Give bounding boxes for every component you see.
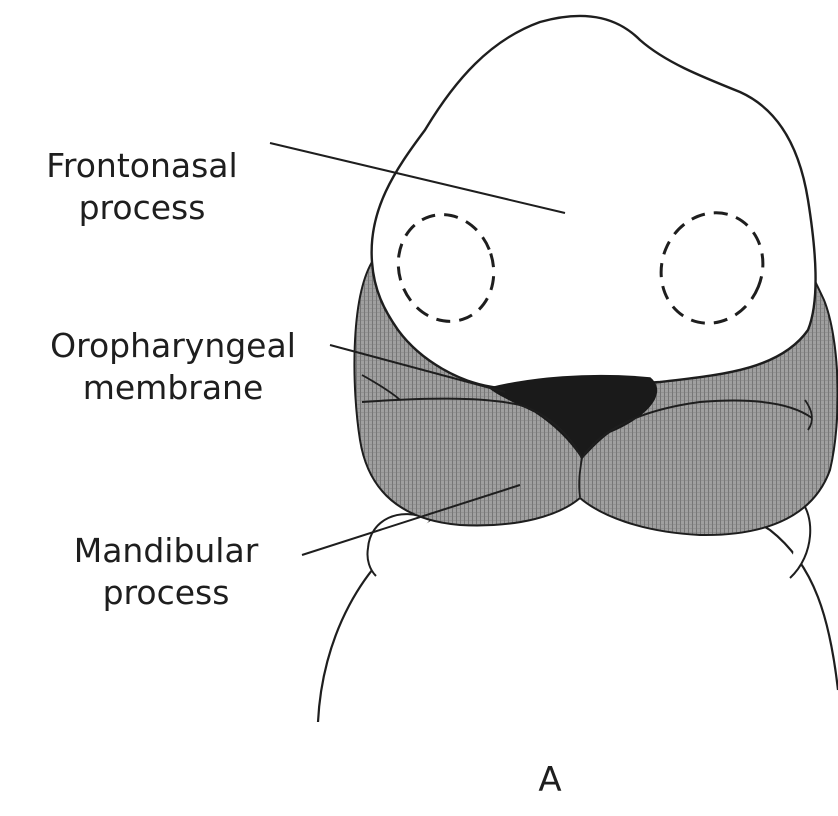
oropharyngeal-label-line-2: membrane: [8, 367, 338, 409]
oropharyngeal-label-line-1: Oropharyngeal: [8, 325, 338, 367]
mandibular-process-label: Mandibular process: [36, 530, 296, 614]
frontonasal-label-line-1: Frontonasal: [22, 145, 262, 187]
mandibular-label-line-1: Mandibular: [36, 530, 296, 572]
frontonasal-process-label: Frontonasal process: [22, 145, 262, 229]
panel-letter: A: [520, 760, 580, 800]
frontonasal-process-shape: [372, 16, 816, 389]
oropharyngeal-membrane-label: Oropharyngeal membrane: [8, 325, 338, 409]
frontonasal-label-line-2: process: [22, 187, 262, 229]
mandibular-label-line-2: process: [36, 572, 296, 614]
